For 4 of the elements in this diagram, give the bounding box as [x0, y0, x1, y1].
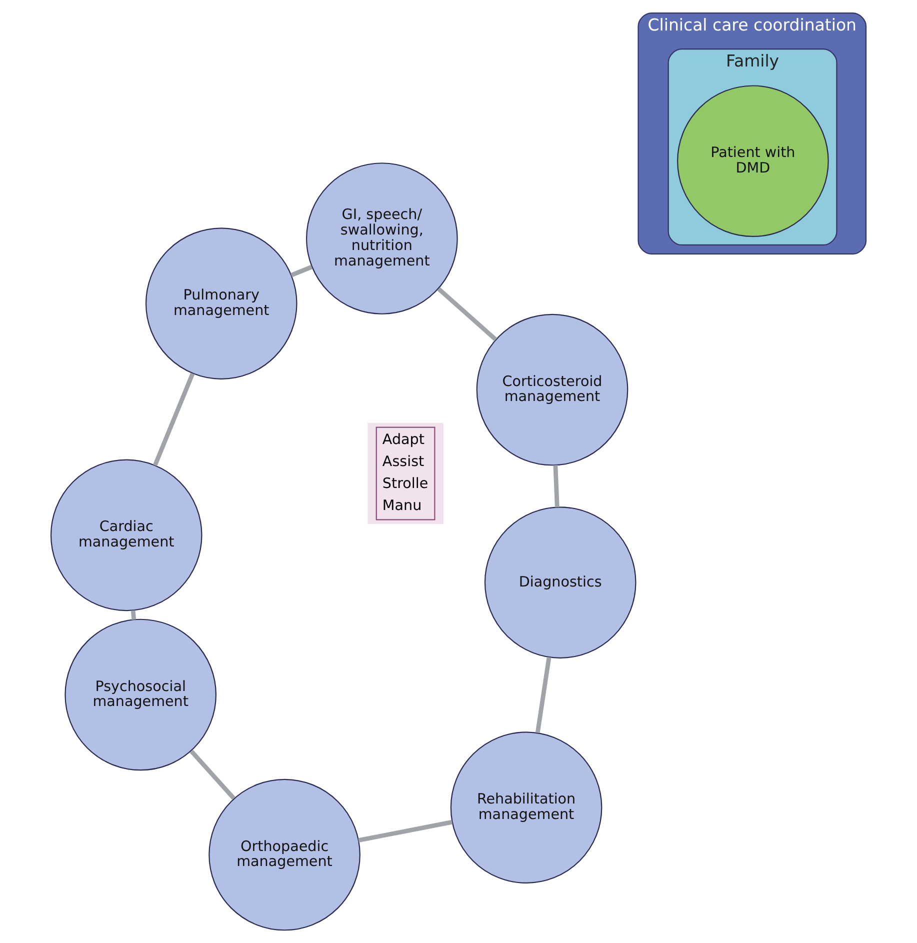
label: Adapt	[382, 432, 424, 448]
label: Strolle	[382, 476, 428, 492]
label: Assist	[382, 454, 424, 470]
label: Manu	[382, 498, 422, 514]
